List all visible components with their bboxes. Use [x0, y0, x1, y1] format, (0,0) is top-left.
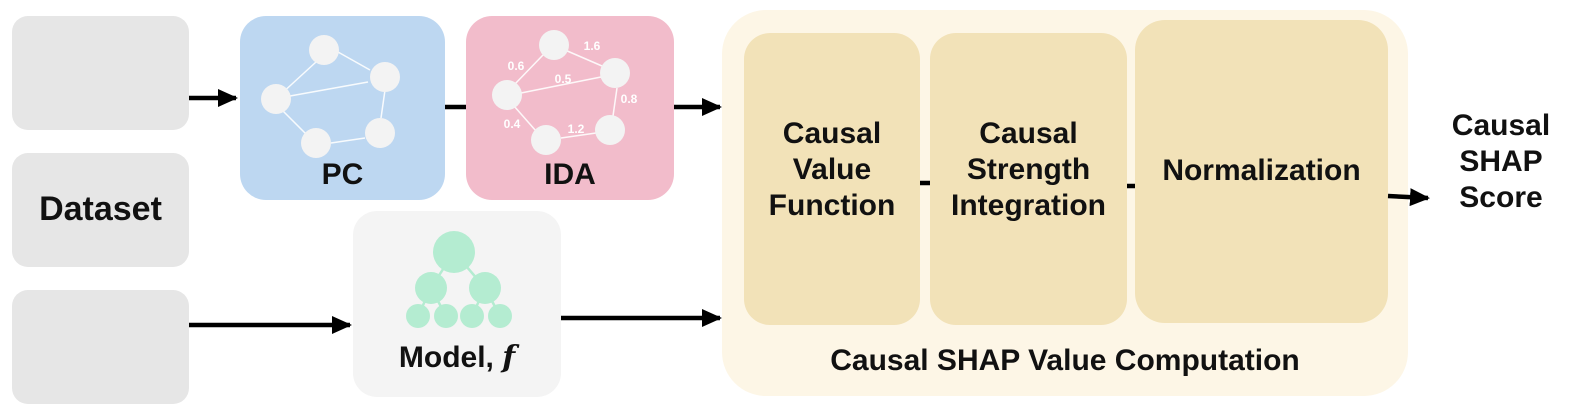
tree-node — [415, 272, 447, 304]
tree-node — [460, 304, 484, 328]
step-box-causal-value-function — [744, 33, 920, 325]
arrow-computation-to-output — [1387, 188, 1430, 207]
tree-node — [488, 304, 512, 328]
step-label-causal-value-function: Causal Value Function — [768, 117, 896, 222]
dataset-box-middle — [12, 153, 189, 267]
tree-node — [433, 231, 475, 273]
graph-node — [301, 128, 331, 158]
step-label-normalization: Normalization — [1162, 154, 1361, 187]
ida-edge-weight: 1.6 — [584, 39, 601, 53]
model-label-text: Model, — [398, 341, 503, 374]
graph-node — [600, 58, 630, 88]
graph-node — [531, 125, 561, 155]
ida-label: IDA — [544, 158, 596, 191]
computation-title: Causal SHAP Value Computation — [830, 344, 1300, 377]
tree-node — [406, 304, 430, 328]
ida-edge-weight: 0.4 — [504, 117, 521, 131]
model-function-symbol: f — [502, 340, 516, 375]
tree-node — [434, 304, 458, 328]
dataset-box-top — [12, 16, 189, 130]
output-label: Causal SHAP Score — [1451, 109, 1551, 214]
graph-node — [492, 80, 522, 110]
graph-node — [365, 118, 395, 148]
pc-label: PC — [321, 158, 364, 191]
step-box-causal-strength-integration — [930, 33, 1127, 325]
model-label: Model, f — [353, 340, 561, 375]
dataset-box-bottom — [12, 290, 189, 404]
dataset-label: Dataset — [39, 190, 162, 228]
graph-node — [370, 62, 400, 92]
ida-edge-weight: 1.2 — [568, 122, 585, 136]
graph-node — [595, 115, 625, 145]
graph-node — [261, 84, 291, 114]
ida-edge-weight: 0.6 — [508, 59, 525, 73]
ida-edge-weight: 0.8 — [621, 92, 638, 106]
graph-node — [309, 35, 339, 65]
step-box-normalization — [1135, 20, 1388, 323]
ida-edge-weight: 0.5 — [555, 72, 572, 86]
tree-node — [469, 272, 501, 304]
graph-node — [539, 30, 569, 60]
step-label-causal-strength-integration: Causal Strength Integration — [951, 117, 1106, 222]
